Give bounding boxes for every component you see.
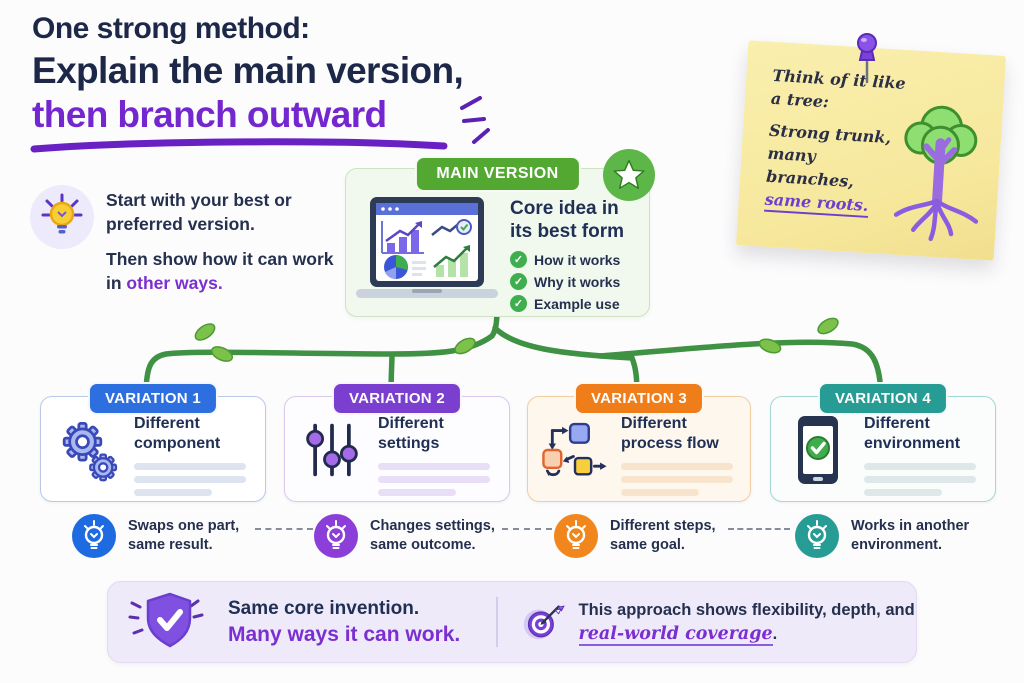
placeholder-lines — [621, 463, 740, 496]
main-heading-line-2: its best form — [510, 221, 625, 242]
placeholder-lines — [378, 463, 499, 496]
checklist-item: ✓ How it works — [510, 251, 624, 268]
banner-right-line-2: and real-world coverage. — [578, 601, 915, 646]
smartphone-icon — [784, 414, 852, 486]
banner-divider — [496, 597, 498, 647]
caption-3: Different steps, same goal. — [554, 514, 716, 558]
check-icon: ✓ — [510, 273, 527, 290]
variation-4-title: Different environment — [864, 415, 961, 452]
banner-right-prefix: and — [885, 601, 915, 619]
check-icon: ✓ — [510, 251, 527, 268]
caption-2-line-2: same outcome. — [370, 537, 476, 553]
dashed-connector — [728, 528, 790, 530]
caption-3-line-2: same goal. — [610, 537, 685, 553]
bulb-icon-orange — [554, 514, 598, 558]
variation-1-badge: VARIATION 1 — [87, 382, 219, 415]
footer-banner: Same core invention. Many ways it can wo… — [107, 581, 917, 663]
main-version-card: MAIN VERSION — [345, 149, 655, 317]
intro-note: Start with your best or preferred versio… — [106, 188, 336, 306]
main-checklist: ✓ How it works ✓ Why it works ✓ Example … — [510, 251, 624, 312]
star-badge — [603, 149, 655, 201]
checklist-item: ✓ Why it works — [510, 273, 624, 290]
banner-left-line-1: Same core invention. — [228, 598, 420, 619]
bulb-icon-teal — [795, 514, 839, 558]
caption-1: Swaps one part, same result. — [72, 514, 239, 558]
caption-4-line-2: environment. — [851, 537, 943, 553]
caption-4: Works in another environment. — [795, 514, 969, 558]
banner-right-highlight: real-world coverage — [578, 624, 773, 646]
variation-3-title: Different process flow — [621, 415, 719, 452]
variation-2-badge: VARIATION 2 — [331, 382, 463, 415]
caption-3-line-1: Different steps, — [610, 518, 716, 534]
laptop-chart-icon — [356, 197, 498, 298]
caption-1-line-1: Swaps one part, — [128, 518, 240, 534]
banner-left-line-2: Many ways it can work. — [228, 623, 461, 646]
star-icon — [613, 159, 645, 190]
variation-card-4: VARIATION 4 Different environment — [770, 382, 996, 502]
lightbulb-icon — [30, 185, 94, 249]
title-line-3: then branch outward — [32, 94, 387, 135]
intro-paragraph-2: Then show how it can work in other ways. — [106, 247, 336, 295]
dashed-connector — [502, 528, 552, 530]
variation-card-1: VARIATION 1 — [40, 382, 266, 502]
check-icon: ✓ — [510, 295, 527, 312]
placeholder-lines — [864, 463, 985, 496]
variation-card-2: VARIATION 2 Different sett — [284, 382, 510, 502]
tree-icon — [893, 105, 979, 242]
pushpin-icon — [857, 33, 877, 84]
flowchart-icon — [541, 414, 609, 486]
target-dart-icon — [523, 605, 565, 640]
variation-card-3: VARIATION 3 — [527, 382, 751, 502]
checklist-item: ✓ Example use — [510, 295, 624, 312]
intro-highlight: other ways. — [126, 273, 223, 293]
intro-paragraph-1: Start with your best or preferred versio… — [106, 190, 292, 234]
sticky-note: Think of it like a tree: Strong trunk, m… — [735, 40, 1007, 261]
checklist-label: Example use — [534, 295, 620, 312]
intro-paragraph-2-prefix: Then show how it can work in — [106, 249, 334, 293]
underline-swoosh-icon — [30, 138, 448, 153]
checklist-label: Why it works — [534, 273, 621, 290]
variation-3-badge: VARIATION 3 — [573, 382, 705, 415]
gears-icon — [54, 414, 122, 486]
sparkle-icon — [460, 96, 490, 144]
caption-2: Changes settings, same outcome. — [314, 514, 495, 558]
shield-check-icon — [128, 592, 204, 648]
title-line-2: Explain the main version, — [32, 50, 464, 91]
bulb-icon-blue — [72, 514, 116, 558]
bulb-icon-purple — [314, 514, 358, 558]
caption-2-line-1: Changes settings, — [370, 518, 495, 534]
caption-1-line-2: same result. — [128, 537, 213, 553]
banner-right-suffix: . — [772, 625, 778, 643]
caption-4-line-1: Works in another — [851, 518, 970, 534]
title-line-1: One strong method: — [32, 12, 310, 45]
placeholder-lines — [134, 463, 255, 496]
note-body-line-3: same roots. — [764, 189, 870, 218]
dashed-connector — [255, 528, 313, 530]
main-version-badge: MAIN VERSION — [414, 156, 581, 192]
page-title: One strong method: Explain the main vers… — [32, 10, 464, 137]
variation-4-badge: VARIATION 4 — [817, 382, 949, 415]
checklist-label: How it works — [534, 251, 621, 268]
variation-1-title: Different component — [134, 415, 221, 452]
main-heading-line-1: Core idea in — [510, 198, 619, 219]
sliders-icon — [298, 414, 366, 486]
banner-right-line-1: This approach shows flexibility, depth, — [578, 601, 881, 619]
variation-2-title: Different settings — [378, 415, 444, 452]
